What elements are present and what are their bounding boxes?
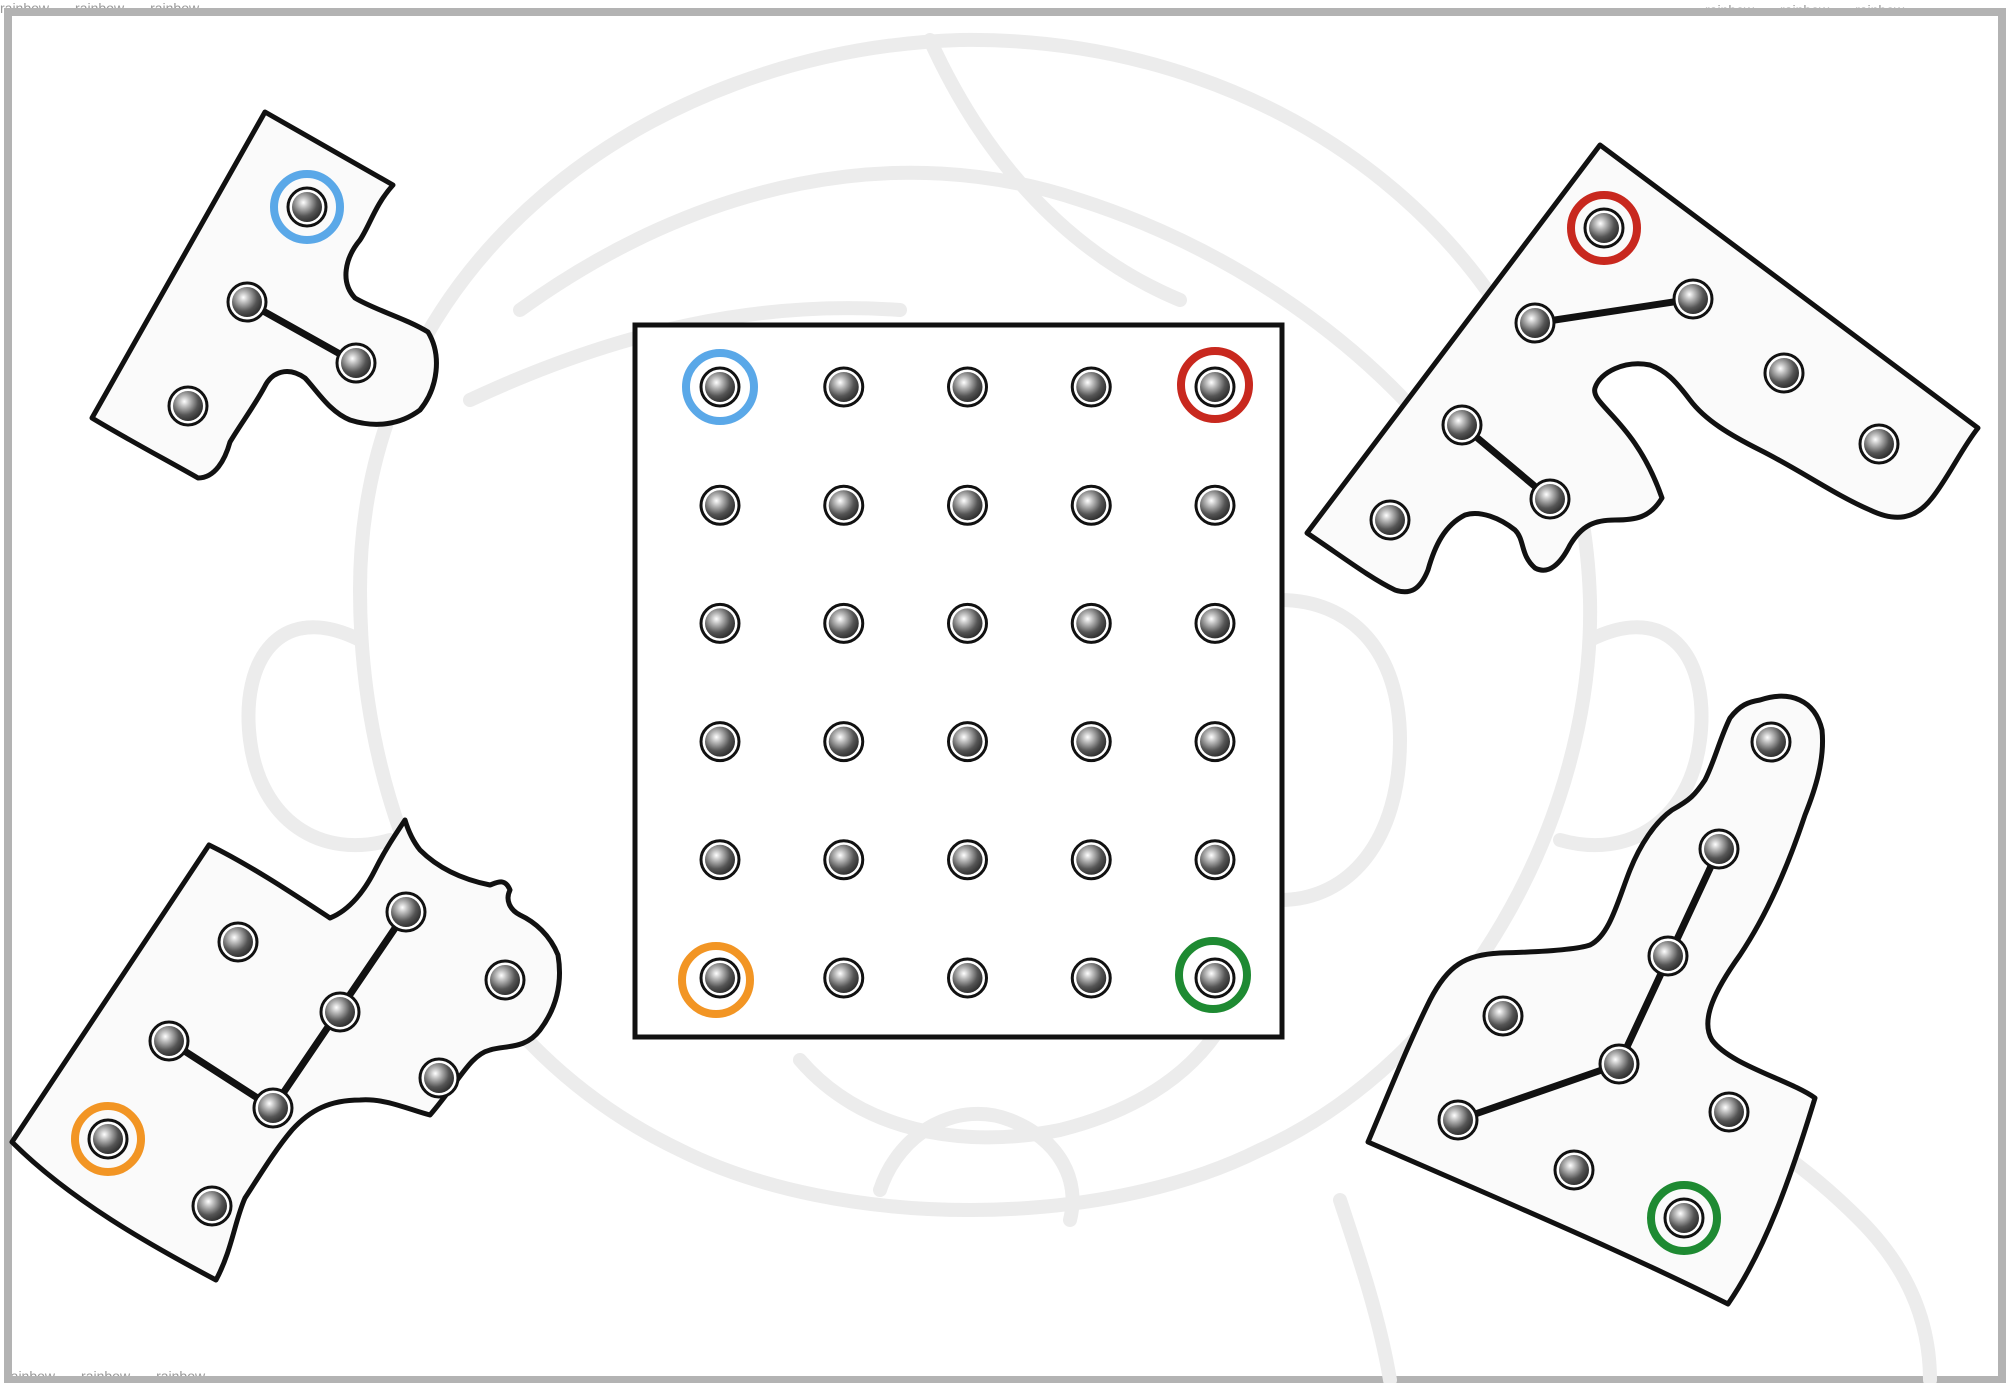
- peg[interactable]: [169, 387, 207, 425]
- peg[interactable]: [949, 723, 987, 761]
- peg[interactable]: [1371, 501, 1409, 539]
- peg[interactable]: [1196, 604, 1234, 642]
- peg[interactable]: [701, 841, 739, 879]
- peg[interactable]: [701, 368, 739, 406]
- peg[interactable]: [1072, 368, 1110, 406]
- peg[interactable]: [701, 604, 739, 642]
- peg[interactable]: [1649, 937, 1687, 975]
- peg[interactable]: [825, 604, 863, 642]
- peg[interactable]: [1674, 280, 1712, 318]
- peg[interactable]: [219, 923, 257, 961]
- peg[interactable]: [1196, 841, 1234, 879]
- peg[interactable]: [949, 959, 987, 997]
- peg[interactable]: [1072, 959, 1110, 997]
- peg[interactable]: [1072, 841, 1110, 879]
- peg[interactable]: [825, 959, 863, 997]
- peg[interactable]: [193, 1187, 231, 1225]
- peg[interactable]: [1196, 959, 1234, 997]
- peg[interactable]: [1196, 368, 1234, 406]
- piece-outline: [1368, 696, 1823, 1304]
- peg[interactable]: [701, 959, 739, 997]
- peg[interactable]: [1585, 209, 1623, 247]
- peg[interactable]: [254, 1089, 292, 1127]
- peg[interactable]: [1072, 723, 1110, 761]
- peg[interactable]: [1484, 997, 1522, 1035]
- peg[interactable]: [89, 1120, 127, 1158]
- puzzle-piece-bottom-left[interactable]: [12, 820, 559, 1280]
- peg[interactable]: [288, 188, 326, 226]
- puzzle-piece-top-right[interactable]: [1307, 145, 1978, 592]
- peg[interactable]: [1072, 486, 1110, 524]
- peg[interactable]: [949, 368, 987, 406]
- peg[interactable]: [420, 1059, 458, 1097]
- peg[interactable]: [701, 486, 739, 524]
- puzzle-piece-bottom-right[interactable]: [1368, 696, 1823, 1304]
- peg[interactable]: [150, 1022, 188, 1060]
- peg[interactable]: [1765, 354, 1803, 392]
- peg[interactable]: [1072, 604, 1110, 642]
- peg[interactable]: [701, 723, 739, 761]
- peg[interactable]: [949, 486, 987, 524]
- peg-board: [635, 325, 1282, 1037]
- peg[interactable]: [1439, 1101, 1477, 1139]
- peg[interactable]: [321, 993, 359, 1031]
- peg[interactable]: [1860, 425, 1898, 463]
- peg[interactable]: [1600, 1045, 1638, 1083]
- peg[interactable]: [1516, 304, 1554, 342]
- peg[interactable]: [1710, 1093, 1748, 1131]
- peg[interactable]: [1665, 1199, 1703, 1237]
- peg[interactable]: [1196, 486, 1234, 524]
- peg[interactable]: [1531, 480, 1569, 518]
- board-outline: [635, 325, 1282, 1037]
- peg[interactable]: [949, 841, 987, 879]
- peg[interactable]: [387, 893, 425, 931]
- piece-outline: [12, 820, 559, 1280]
- peg[interactable]: [228, 283, 266, 321]
- peg[interactable]: [1443, 406, 1481, 444]
- peg[interactable]: [825, 723, 863, 761]
- peg[interactable]: [486, 961, 524, 999]
- peg[interactable]: [825, 368, 863, 406]
- peg[interactable]: [1555, 1151, 1593, 1189]
- puzzle-piece-top-left[interactable]: [92, 112, 436, 478]
- peg[interactable]: [1752, 723, 1790, 761]
- peg[interactable]: [1196, 723, 1234, 761]
- peg[interactable]: [1700, 830, 1738, 868]
- peg[interactable]: [825, 486, 863, 524]
- peg[interactable]: [337, 344, 375, 382]
- peg[interactable]: [949, 604, 987, 642]
- peg[interactable]: [825, 841, 863, 879]
